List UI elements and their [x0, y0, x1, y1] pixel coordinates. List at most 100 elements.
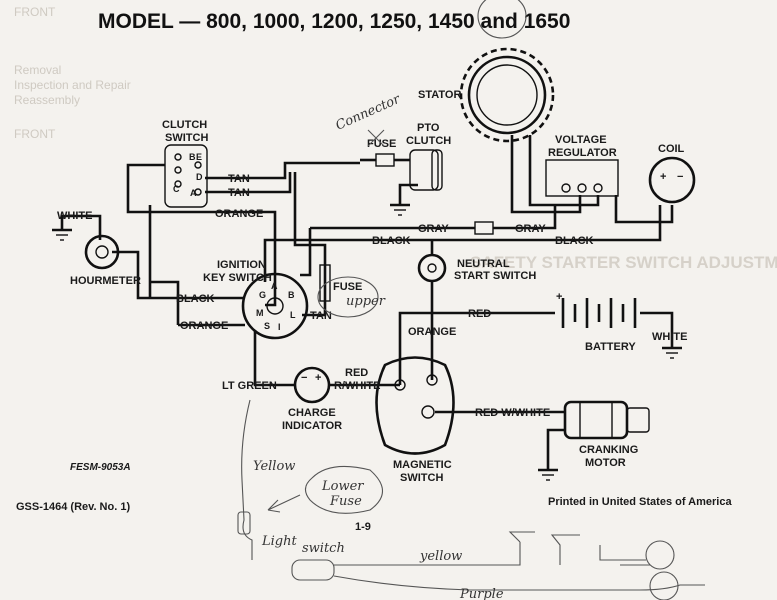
fuse-upper: FUSE: [319, 264, 362, 302]
voltage-regulator: VOLTAGE REGULATOR: [545, 134, 619, 197]
hand-fuse: Fuse: [329, 494, 362, 509]
clutch-term-c: C: [173, 184, 180, 194]
wire-label-lt-green: LT GREEN: [222, 380, 277, 392]
coil-label: COIL: [658, 143, 685, 155]
hand-lower: Lower: [321, 479, 364, 494]
wire-red-1: [398, 311, 555, 385]
gray-wire-connector: [474, 221, 494, 235]
neutral-label-2: START SWITCH: [454, 270, 536, 282]
wire-label-white-2: WHITE: [652, 331, 687, 343]
clutch-switch: B E D C A CLUTCH SWITCH: [162, 119, 208, 208]
wire-pto-ground: [398, 183, 418, 205]
clutch-term-d: D: [196, 172, 203, 182]
fuse-upper-label: FUSE: [333, 281, 362, 293]
wire-label-red-2: RED: [468, 308, 491, 320]
neutral-start-switch: NEUTRAL START SWITCH: [417, 253, 536, 283]
pto-clutch: PTO CLUTCH: [406, 122, 451, 191]
pto-label-2: CLUTCH: [406, 135, 451, 147]
pto-label-1: PTO: [417, 122, 440, 134]
clutch-term-b: B: [189, 152, 196, 162]
wire-labels: TAN TAN TAN ORANGE ORANGE ORANGE WHITE W…: [57, 173, 687, 419]
hand-upper: upper: [346, 294, 386, 309]
coil-plus: +: [660, 171, 666, 183]
wire-label-gray-2: GRAY: [515, 223, 546, 235]
hand-connector: Connector: [334, 92, 404, 134]
wire-white-ground: [60, 214, 102, 240]
magnetic-label-2: SWITCH: [400, 472, 443, 484]
wire-label-tan-3: TAN: [310, 310, 332, 322]
footer-rev: GSS-1464 (Rev. No. 1): [16, 501, 130, 513]
cranking-motor: CRANKING MOTOR: [563, 400, 650, 469]
ignition-label-2: KEY SWITCH: [203, 272, 272, 284]
neutral-label-1: NEUTRAL: [457, 258, 510, 270]
hand-switch: switch: [302, 541, 345, 556]
ghost-text-1: FRONT: [14, 5, 56, 19]
battery: + BATTERY: [556, 291, 636, 353]
hourmeter: HOURMETER: [70, 234, 141, 287]
ground-pto: [390, 203, 410, 216]
wire-tan-3: [293, 172, 327, 317]
cranking-label-2: MOTOR: [585, 457, 626, 469]
wire-stator-reg-2: [528, 135, 600, 207]
footer-page: 1-9: [355, 521, 371, 533]
wire-label-black-2: BLACK: [372, 235, 411, 247]
hand-light-switch-box: [291, 559, 335, 581]
hand-light-wires: [599, 545, 650, 566]
wire-reg-coil: [614, 195, 674, 224]
hand-light: Light: [261, 534, 297, 549]
hand-yellow-2: yellow: [419, 549, 462, 564]
wire-label-red-white-1: R/WHITE: [334, 380, 380, 392]
charge-label-1: CHARGE: [288, 407, 336, 419]
wire-orange-1: [126, 163, 277, 307]
battery-plus: +: [556, 291, 562, 303]
hand-x-mark: [367, 129, 385, 147]
wire-gray-drop: [300, 228, 312, 277]
cranking-label-1: CRANKING: [579, 444, 638, 456]
wire-label-tan-1: TAN: [228, 173, 250, 185]
key-term-l: L: [290, 310, 296, 320]
hand-circle-1450: [477, 0, 527, 39]
regulator-label-1: VOLTAGE: [555, 134, 607, 146]
clutch-term-a: A: [190, 188, 197, 198]
key-term-s: S: [264, 321, 270, 331]
footer-printed: Printed in United States of America: [548, 496, 732, 508]
ground-battery: [662, 346, 682, 359]
charge-plus: +: [315, 372, 321, 384]
wire-paths: [60, 135, 674, 470]
wire-label-tan-2: TAN: [228, 187, 250, 199]
hand-yellow-wire: [334, 531, 580, 566]
wire-white-2: [640, 311, 674, 348]
ground-white-left: [52, 228, 72, 241]
diagram-title: MODEL — 800, 1000, 1200, 1250, 1450 and …: [98, 10, 570, 33]
wire-orange-2b: [150, 280, 180, 325]
wire-tan-1: [205, 161, 360, 180]
footer: FESM-9053A GSS-1464 (Rev. No. 1) 1-9 Pri…: [16, 462, 732, 533]
coil-minus: −: [677, 171, 683, 183]
key-term-m: M: [256, 308, 264, 318]
key-term-a: A: [271, 281, 278, 291]
clutch-switch-label-2: SWITCH: [165, 132, 208, 144]
hand-circle-fuse: [317, 276, 379, 318]
key-term-g: G: [259, 290, 266, 300]
hand-light-2: [649, 571, 679, 600]
charge-indicator: − + CHARGE INDICATOR: [282, 366, 342, 432]
ghost-text-3: Inspection and Repair: [14, 78, 131, 92]
ghost-text-4: Reassembly: [14, 93, 80, 107]
hand-purple: Purple: [459, 587, 504, 600]
battery-label: BATTERY: [585, 341, 636, 353]
ground-symbols: [52, 203, 682, 481]
wire-label-gray-1: GRAY: [418, 223, 449, 235]
wire-hourmeter-black: [112, 250, 245, 300]
hand-lower-fuse-bubble: [304, 465, 384, 514]
charge-label-2: INDICATOR: [282, 420, 342, 432]
hand-yellow-1: Yellow: [253, 459, 295, 474]
regulator-label-2: REGULATOR: [548, 147, 617, 159]
key-term-i: I: [278, 322, 281, 332]
wire-label-orange-1: ORANGE: [215, 208, 263, 220]
wire-black-1: [263, 238, 475, 282]
wire-label-orange-2: ORANGE: [180, 320, 228, 332]
stator: STATOR: [418, 47, 555, 143]
magnetic-switch: MAGNETIC SWITCH: [375, 356, 455, 484]
ignition-label-1: IGNITION: [217, 259, 266, 271]
